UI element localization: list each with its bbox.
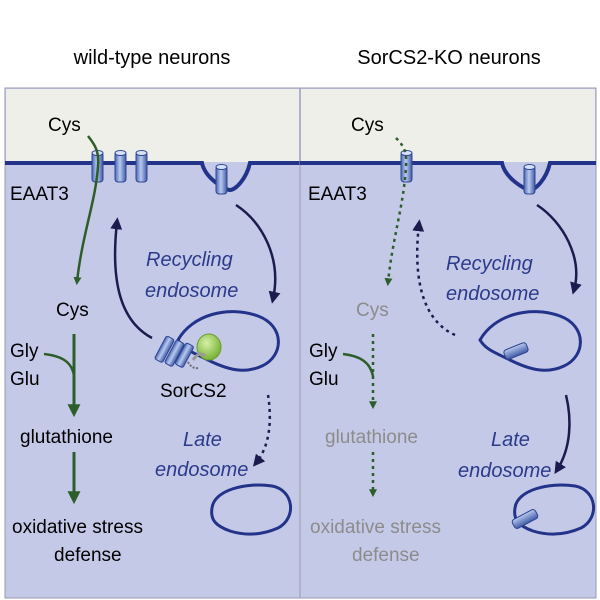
left-recycling-line1: Recycling: [146, 249, 233, 271]
right-cys-inside-label: Cys: [356, 300, 389, 321]
right-extracellular-space: [301, 89, 595, 162]
left-invaginated-transporter: [215, 164, 228, 195]
left-sorcs2-label: SorCS2: [160, 381, 227, 402]
right-panel-title: SorCS2-KO neurons: [357, 47, 540, 69]
left-recycling-to-membrane-arrow: [110, 217, 153, 340]
right-recycling-line1: Recycling: [446, 253, 533, 275]
left-cell-background: [4, 87, 301, 599]
right-late-endosome: [513, 483, 596, 536]
left-late-endosome: [210, 483, 293, 536]
right-glu-label: Glu: [309, 369, 339, 390]
left-late-line1: Late: [183, 429, 222, 451]
left-cys-outside-label: Cys: [48, 115, 81, 136]
right-defense-line2: defense: [352, 545, 420, 566]
right-endocytosis-arrow: [536, 203, 582, 295]
left-endocytosis-arrow: [235, 203, 281, 304]
right-defense-line1: oxidative stress: [310, 517, 441, 538]
sorcs2-ko-panel: SorCS2-KO neurons Cys EAAT3 Cys Gly Glu …: [299, 47, 597, 599]
left-gly-label: Gly: [10, 341, 39, 362]
right-eaat3-label: EAAT3: [308, 184, 367, 205]
right-invaginated-transporter: [523, 164, 536, 195]
right-late-line2: endosome: [458, 460, 551, 482]
right-eaat3-transporter: [400, 150, 413, 183]
wild-type-panel: wild-type neurons Cys EAAT3 Cys Gly Glu: [4, 47, 301, 599]
right-gly-glu-join: [342, 352, 375, 377]
left-eaat3-label: EAAT3: [10, 184, 69, 205]
left-defense-line1: oxidative stress: [12, 517, 143, 538]
left-defense-line2: defense: [54, 545, 122, 566]
right-to-late-endosome-arrow: [554, 394, 571, 475]
right-late-endosome-transporter: [511, 509, 539, 529]
left-recycling-line2: endosome: [145, 280, 238, 302]
left-eaat3-transporter-group: [91, 150, 148, 183]
right-cys-uptake-arrow: [384, 137, 408, 287]
left-sorcs2-complex: [154, 333, 222, 370]
left-panel-title: wild-type neurons: [73, 47, 231, 69]
right-recycling-line2: endosome: [446, 283, 539, 305]
left-glutathione-label: glutathione: [20, 427, 113, 448]
right-cys-outside-label: Cys: [351, 115, 384, 136]
left-plasma-membrane: [5, 161, 300, 193]
left-glu-label: Glu: [10, 369, 40, 390]
left-to-late-endosome-arrow: [252, 394, 272, 467]
right-impaired-recycling-arrow: [412, 219, 456, 337]
left-cys-inside-label: Cys: [56, 300, 89, 321]
left-gly-glu-join: [43, 352, 76, 377]
left-late-line2: endosome: [155, 459, 248, 481]
left-cys-uptake-arrow: [73, 135, 100, 286]
right-late-line1: Late: [491, 429, 530, 451]
right-recycling-endosome: [478, 310, 582, 372]
left-sorcs2-receptor-icon: [196, 333, 222, 361]
left-extracellular-space: [6, 89, 299, 162]
right-gly-label: Gly: [309, 341, 338, 362]
right-recycling-endosome-transporter: [503, 342, 529, 360]
right-glutathione-label: glutathione: [325, 427, 418, 448]
